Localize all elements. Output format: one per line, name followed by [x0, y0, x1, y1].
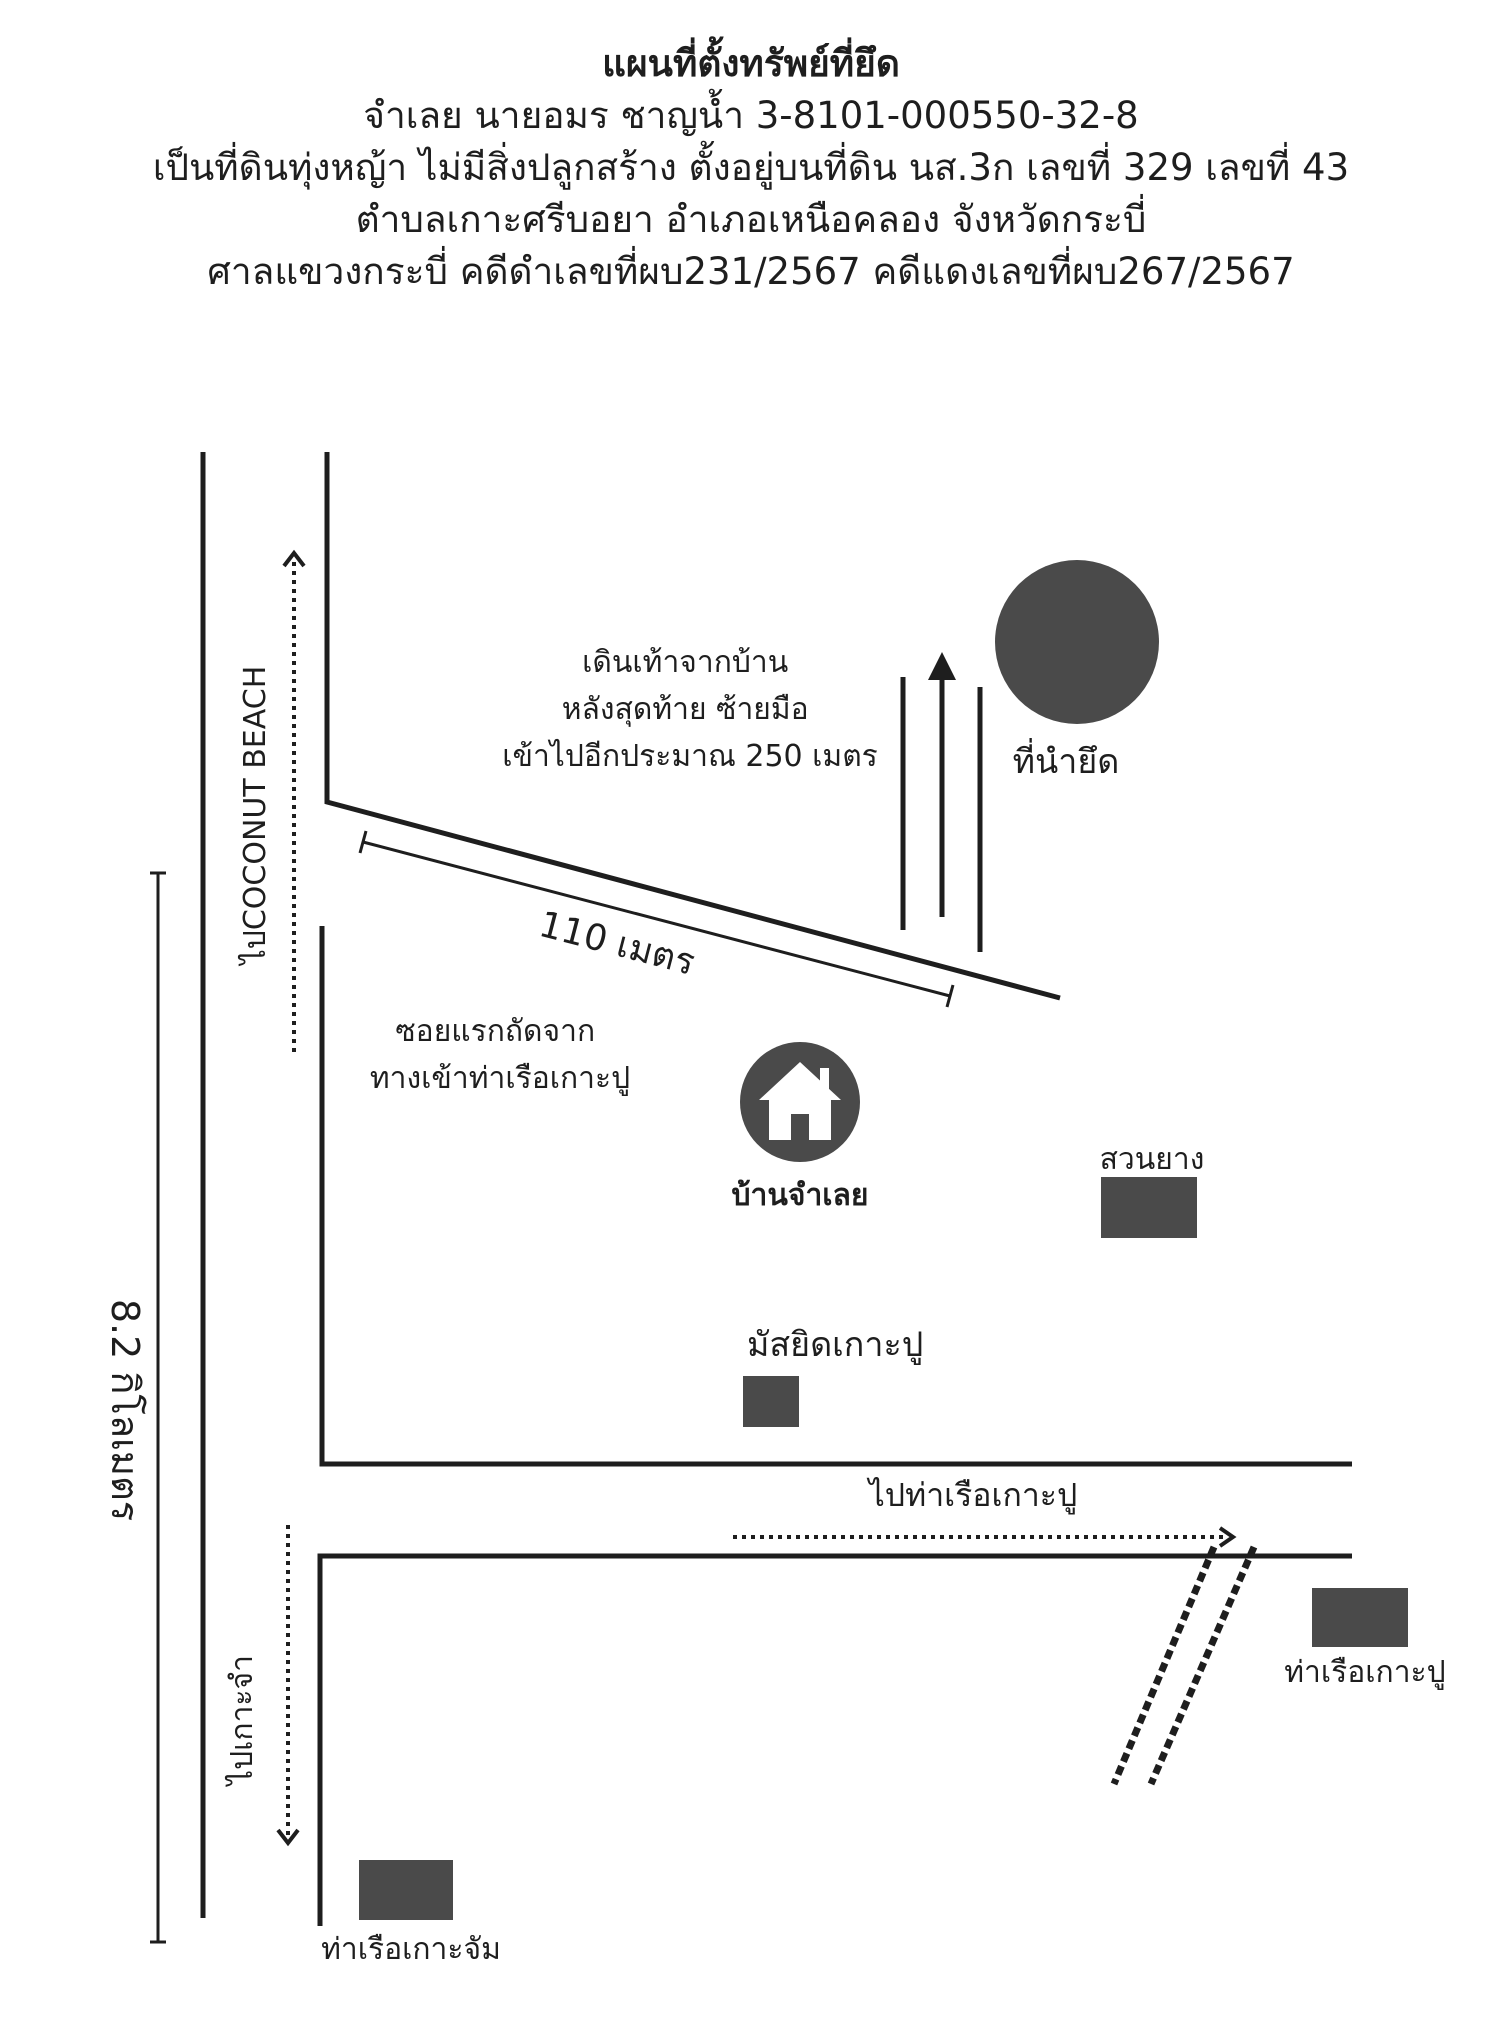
koh-poo-pier-marker [1312, 1588, 1408, 1647]
rubber-plantation-label: สวนยาง [1100, 1142, 1205, 1177]
page-title: แผนที่ตั้งทรัพย์ที่ยึด [602, 42, 900, 85]
koh-poo-pier-label: ท่าเรือเกาะปู [1284, 1655, 1445, 1690]
to-coconut-beach-label: ไปCOCONUT BEACH [237, 666, 273, 967]
seized-location-circle [995, 560, 1159, 724]
road-edges [317, 452, 1352, 1926]
koh-jum-pier-marker [359, 1860, 453, 1920]
to-koh-jum-arrow [276, 1525, 300, 1847]
to-coconut-beach-arrow [282, 549, 306, 1052]
house-icon [740, 1042, 860, 1162]
pier-path-lines [1110, 1545, 1258, 1786]
defendant-line: จำเลย นายอมร ชาญน้ำ 3-8101-000550-32-8 [363, 94, 1139, 137]
rubber-plantation-marker [1101, 1177, 1197, 1238]
up-arrow-icon [928, 652, 956, 680]
walk-note-line-2: หลังสุดท้าย ซ้ายมือ [562, 692, 809, 728]
soi-note-line-1: ซอยแรกถัดจาก [395, 1014, 595, 1049]
walking-path [900, 677, 983, 952]
seized-site-label: ที่นำยึด [1013, 738, 1120, 782]
walk-note-line-3: เข้าไปอีกประมาณ 250 เมตร [502, 738, 878, 774]
soi-note-line-2: ทางเข้าท่าเรือเกาะปู [370, 1061, 630, 1096]
to-koh-jum-label: ไปเกาะจำ [224, 1655, 260, 1787]
distance-bracket [150, 871, 166, 1944]
map-header: แผนที่ตั้งทรัพย์ที่ยึด จำเลย นายอมร ชาญน… [0, 38, 1502, 298]
mosque-marker [743, 1376, 799, 1427]
walk-note: เดินเท้าจากบ้าน หลังสุดท้าย ซ้ายมือ เข้า… [502, 645, 878, 774]
land-description-line: เป็นที่ดินทุ่งหญ้า ไม่มีสิ่งปลูกสร้าง ตั… [152, 146, 1350, 189]
soi-length-dimension [358, 830, 955, 1008]
distance-main-label: 8.2 กิโลเมตร [103, 1299, 147, 1521]
court-case-line: ศาลแขวงกระบี่ คดีดำเลขที่ผบ231/2567 คดีแ… [207, 250, 1295, 293]
distance-soi-label: 110 เมตร [535, 904, 699, 984]
soi-note: ซอยแรกถัดจาก ทางเข้าท่าเรือเกาะปู [370, 1014, 630, 1096]
walk-note-line-1: เดินเท้าจากบ้าน [582, 645, 788, 680]
mosque-label: มัสยิดเกาะปู [747, 1325, 923, 1365]
defendant-house-label: บ้านจำเลย [731, 1178, 868, 1213]
to-pier-label: ไปท่าเรือเกาะปู [866, 1476, 1078, 1515]
to-pier-arrow [733, 1526, 1237, 1548]
koh-jum-pier-label: ท่าเรือเกาะจัม [321, 1932, 501, 1967]
location-line: ตำบลเกาะศรีบอยา อำเภอเหนือคลอง จังหวัดกร… [355, 198, 1147, 241]
